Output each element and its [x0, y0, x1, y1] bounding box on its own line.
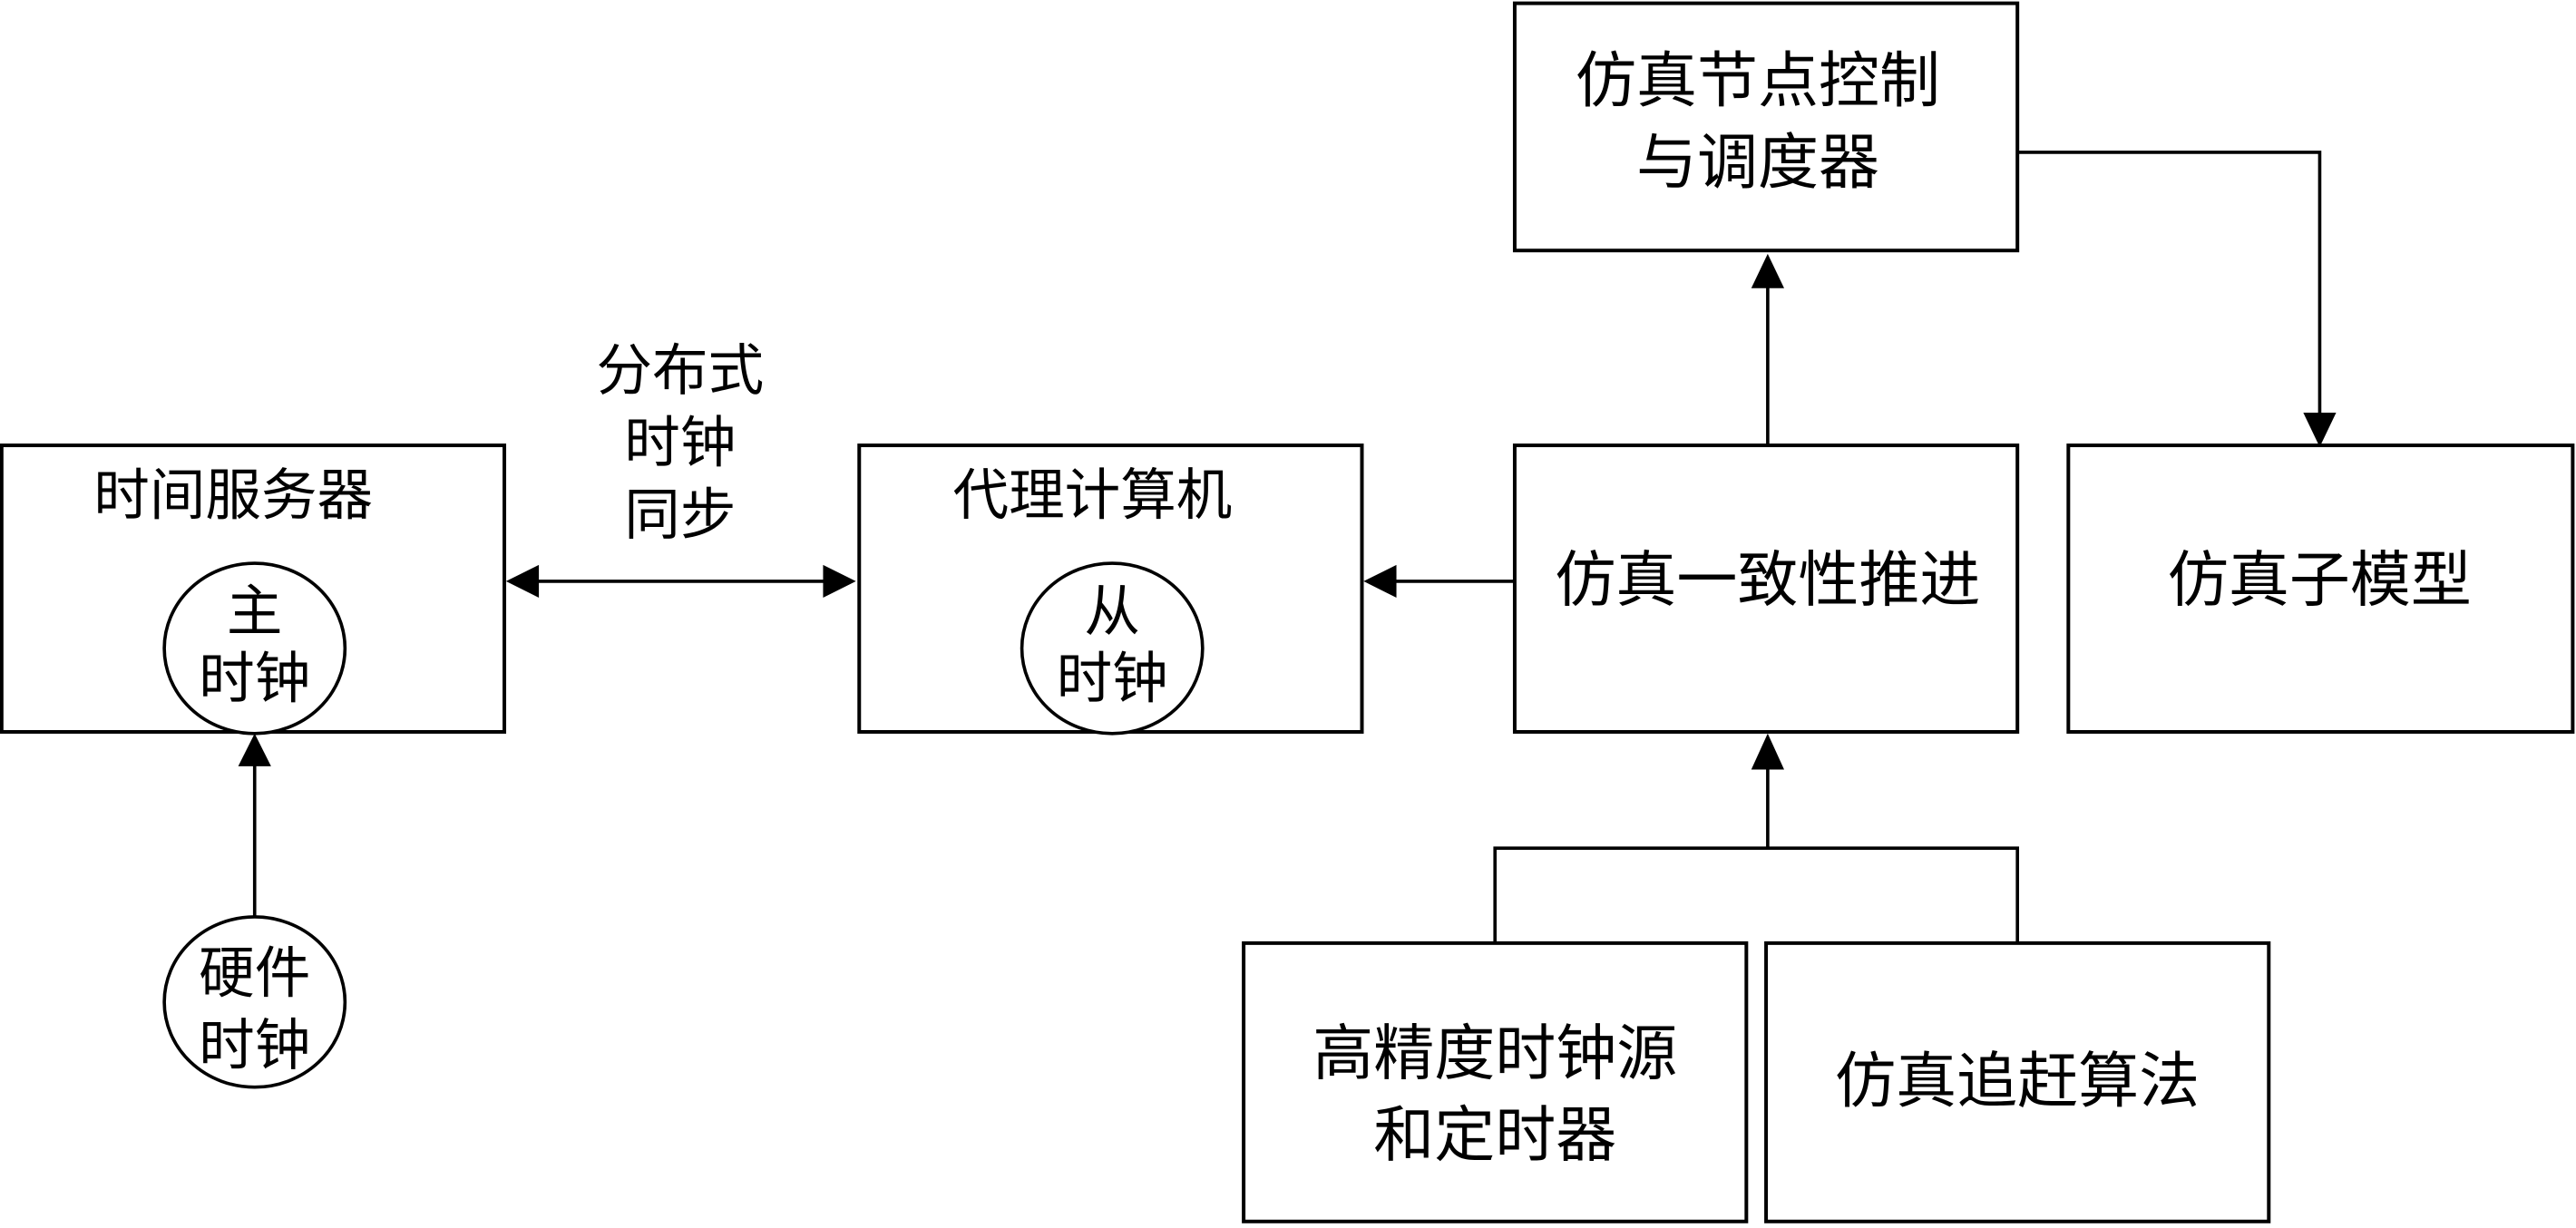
- time-server-title: 时间服务器: [93, 463, 373, 528]
- hardware-clock-node: 硬件 时钟: [162, 915, 347, 1089]
- controller-label-1: 仿真节点控制: [1576, 45, 1940, 116]
- master-clock-label-2: 时钟: [199, 647, 310, 711]
- arrowhead-left-icon: [1363, 564, 1397, 598]
- catchup-box: [1764, 940, 2271, 1223]
- clock-source-label-2: 和定时器: [1373, 1100, 1616, 1171]
- consistency-node: 仿真一致性推进: [1512, 443, 2020, 734]
- consistency-label: 仿真一致性推进: [1555, 545, 1980, 616]
- sync-double-arrow: [505, 564, 856, 598]
- arrowhead-up-icon: [1751, 253, 1784, 288]
- hardware-clock-label-1: 硬件: [199, 941, 310, 1006]
- clock-source-label-1: 高精度时钟源: [1312, 1018, 1677, 1088]
- sync-label-1: 分布式: [596, 339, 764, 404]
- time-server-node: 时间服务器 主 时钟: [0, 443, 507, 736]
- sync-label-2: 时钟: [624, 411, 736, 475]
- hardware-clock-label-2: 时钟: [199, 1014, 310, 1078]
- arrowhead-left-icon: [505, 564, 540, 598]
- arrowhead-up-icon: [1751, 733, 1784, 770]
- proxy-computer-title: 代理计算机: [953, 463, 1233, 528]
- submodel-label: 仿真子模型: [2168, 545, 2472, 616]
- consistency-box: [1512, 443, 2020, 734]
- submodel-box: [2066, 443, 2575, 734]
- consistency-to-proxy-arrow: [1363, 564, 1515, 598]
- controller-node: 仿真节点控制 与调度器: [1512, 1, 2020, 253]
- catchup-node: 仿真追赶算法: [1764, 940, 2271, 1223]
- arrowhead-right-icon: [823, 564, 856, 598]
- arrowhead-down-icon: [2303, 412, 2337, 447]
- sync-label: 分布式 时钟 同步: [596, 339, 764, 548]
- hardware-to-master-arrow: [238, 733, 271, 917]
- merge-to-consistency-arrow: [1493, 733, 2019, 943]
- arrowhead-up-icon: [238, 733, 271, 766]
- slave-clock-circle: [1020, 561, 1205, 736]
- controller-box: [1512, 1, 2020, 253]
- master-clock-label-1: 主: [227, 580, 283, 644]
- sync-label-3: 同步: [624, 483, 736, 548]
- clock-source-node: 高精度时钟源 和定时器: [1242, 940, 1749, 1223]
- slave-clock-label-2: 时钟: [1057, 647, 1168, 711]
- clock-source-box: [1242, 940, 1749, 1223]
- submodel-node: 仿真子模型: [2066, 443, 2575, 734]
- proxy-computer-node: 代理计算机 从 时钟: [857, 443, 1364, 736]
- controller-to-submodel-arrow: [2017, 151, 2337, 447]
- catchup-label: 仿真追赶算法: [1835, 1046, 2200, 1116]
- controller-label-2: 与调度器: [1636, 127, 1879, 198]
- consistency-to-controller-arrow: [1751, 253, 1784, 446]
- slave-clock-label-1: 从: [1084, 580, 1140, 644]
